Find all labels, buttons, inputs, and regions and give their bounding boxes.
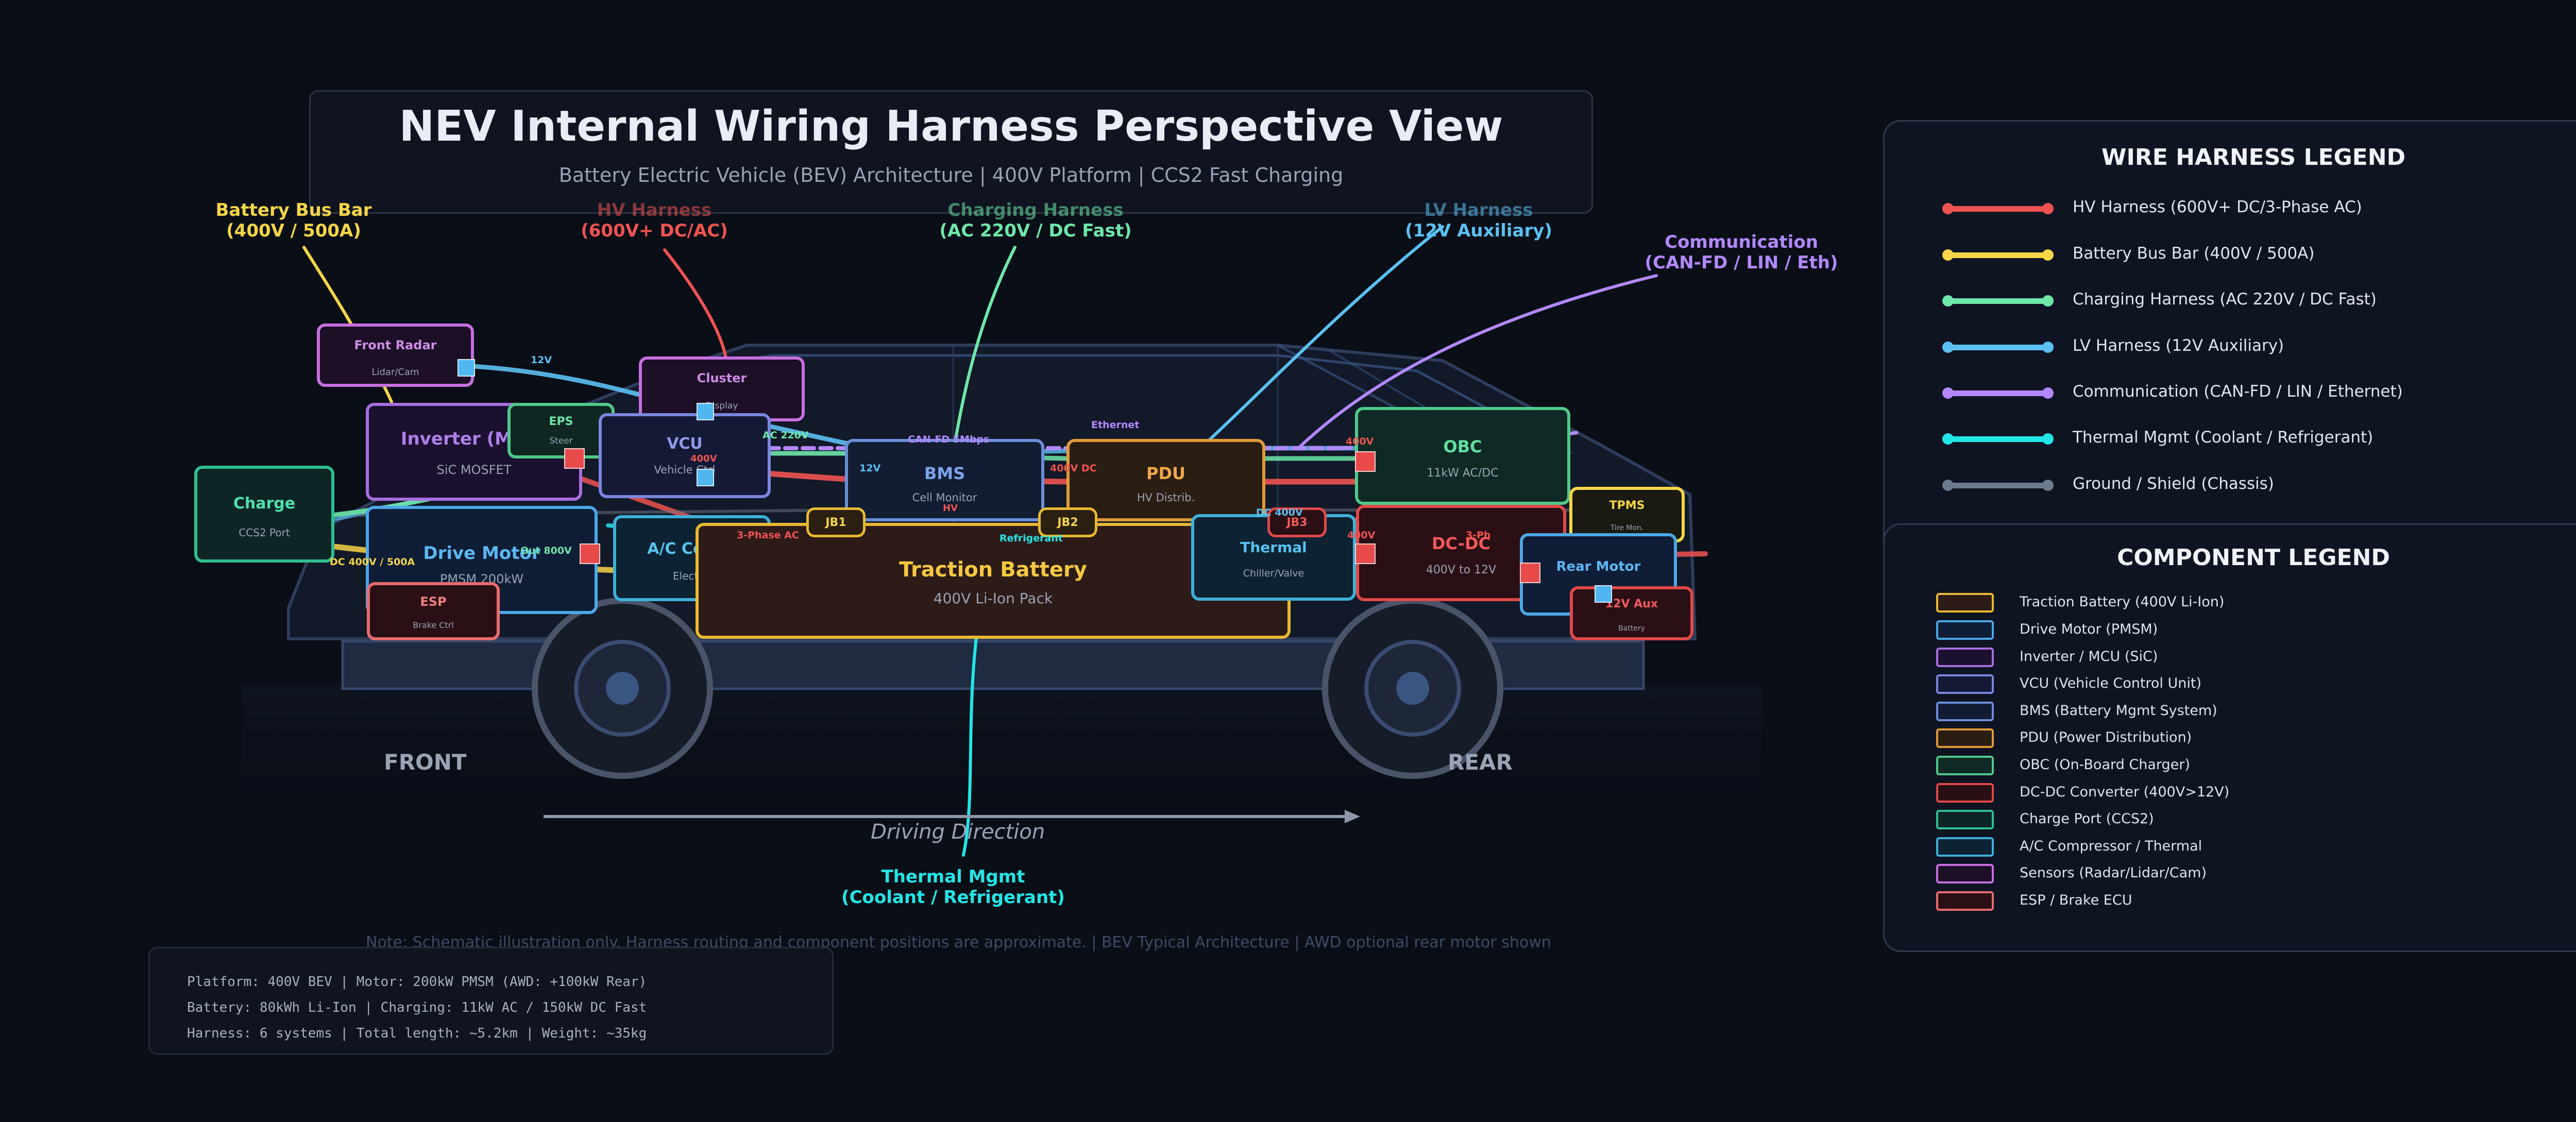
connector-icon xyxy=(1355,543,1376,564)
callout-comm: Communication (CAN-FD / LIN / Eth) xyxy=(1645,232,1838,273)
bms-box: BMS Cell Monitor xyxy=(845,439,1044,521)
hv-callout-line xyxy=(663,248,728,362)
connector-icon xyxy=(1595,585,1612,603)
wire-label-400vdc: 400V DC xyxy=(1050,463,1097,474)
wire-legend-item: Communication (CAN-FD / LIN / Ethernet) xyxy=(1885,377,2576,408)
page-title: NEV Internal Wiring Harness Perspective … xyxy=(399,102,1503,151)
wire-legend-item: Ground / Shield (Chassis) xyxy=(1885,469,2576,500)
component-legend-item: Drive Motor (PMSM) xyxy=(1885,617,2576,644)
wire-legend-item: Battery Bus Bar (400V / 500A) xyxy=(1885,239,2576,270)
connector-icon xyxy=(564,448,585,469)
component-legend-item: OBC (On-Board Charger) xyxy=(1885,753,2576,779)
title-box: NEV Internal Wiring Harness Perspective … xyxy=(309,90,1593,214)
component-legend-title: COMPONENT LEGEND xyxy=(2117,545,2390,571)
callout-hv: HV Harness (600V+ DC/AC) xyxy=(581,200,728,241)
wire-label-ethernet: Ethernet xyxy=(1091,419,1140,431)
wire-legend-title: WIRE HARNESS LEGEND xyxy=(2101,144,2406,171)
aux-12v-box: 12V Aux Battery xyxy=(1570,586,1693,640)
wire-label-hv: HV xyxy=(943,503,958,514)
wire-label-12v-bms: 12V xyxy=(859,463,881,474)
rear-wheel xyxy=(1322,598,1503,779)
wire-label-400v-vcu: 400V xyxy=(690,453,717,464)
wire-label-canfd: CAN-FD 5Mbps xyxy=(908,434,990,445)
component-legend-item: A/C Compressor / Thermal xyxy=(1885,834,2576,861)
front-label: FRONT xyxy=(384,750,467,775)
wire-label-12v: 12V xyxy=(531,354,552,366)
junction-box-jb2: JB2 xyxy=(1038,507,1097,537)
rear-label: REAR xyxy=(1448,750,1513,775)
driving-direction-label: Driving Direction xyxy=(871,820,1045,844)
junction-box-jb1: JB1 xyxy=(806,507,866,537)
wire-label-refrigerant: Refrigerant xyxy=(999,533,1063,544)
charge-port-box: Charge CCS2 Port xyxy=(194,466,334,563)
wire-label-dc400v: DC 400V xyxy=(1256,507,1303,518)
wire-legend-item: Thermal Mgmt (Coolant / Refrigerant) xyxy=(1885,423,2576,454)
component-legend-item: Charge Port (CCS2) xyxy=(1885,807,2576,834)
wire-label-ac220v: AC 220V xyxy=(762,430,809,441)
cluster-box: Cluster Display xyxy=(639,356,805,421)
component-legend-item: VCU (Vehicle Control Unit) xyxy=(1885,671,2576,698)
component-legend-panel: COMPONENT LEGEND Traction Battery (400V … xyxy=(1883,523,2576,952)
vcu-box: VCU Vehicle Ctrl xyxy=(599,413,771,498)
front-wheel xyxy=(532,598,713,779)
spec-line: Platform: 400V BEV | Motor: 200kW PMSM (… xyxy=(187,974,647,990)
spec-line: Battery: 80kWh Li-Ion | Charging: 11kW A… xyxy=(187,1000,647,1015)
wire-label-400v-dcdc: 400V xyxy=(1347,530,1376,541)
wire-label-400v-obc: 400V xyxy=(1346,436,1374,447)
eps-box: EPS Steer xyxy=(507,403,615,458)
floor-shadow xyxy=(242,685,1762,814)
wire-label-3phase-ac: 3-Phase AC xyxy=(737,530,799,541)
comm-callout-line xyxy=(1297,274,1658,450)
front-radar-box: Front Radar Lidar/Cam xyxy=(317,324,474,387)
component-legend-item: Traction Battery (400V Li-Ion) xyxy=(1885,590,2576,617)
callout-lv: LV Harness (12V Auxiliary) xyxy=(1405,200,1552,241)
lv-callout-line xyxy=(1199,225,1444,450)
wire-label-out800v: Out 800V xyxy=(520,545,572,556)
wire-label-dc400v-500a: DC 400V / 500A xyxy=(330,556,415,568)
component-legend-item: DC-DC Converter (400V>12V) xyxy=(1885,780,2576,807)
spec-line: Harness: 6 systems | Total length: ~5.2k… xyxy=(187,1026,647,1041)
pdu-box: PDU HV Distrib. xyxy=(1066,439,1265,521)
component-legend-item: Inverter / MCU (SiC) xyxy=(1885,644,2576,671)
obc-box: OBC 11kW AC/DC xyxy=(1355,407,1570,505)
component-legend-item: BMS (Battery Mgmt System) xyxy=(1885,699,2576,725)
component-legend-item: Sensors (Radar/Lidar/Cam) xyxy=(1885,861,2576,888)
connector-icon xyxy=(580,543,600,564)
callout-busbar: Battery Bus Bar (400V / 500A) xyxy=(215,200,372,241)
connector-icon xyxy=(1520,563,1540,583)
wire-legend-item: LV Harness (12V Auxiliary) xyxy=(1885,331,2576,362)
charging-callout-line xyxy=(952,246,1016,455)
arrow-head xyxy=(1345,810,1360,823)
connector-icon xyxy=(457,359,475,377)
junction-box-jb3: JB3 xyxy=(1267,507,1327,537)
component-legend-item: ESP / Brake ECU xyxy=(1885,888,2576,915)
page-subtitle: Battery Electric Vehicle (BEV) Architect… xyxy=(558,164,1344,186)
wire-label-3ph: 3-Ph xyxy=(1466,530,1491,541)
wire-legend-item: HV Harness (600V+ DC/3-Phase AC) xyxy=(1885,193,2576,224)
component-legend-item: PDU (Power Distribution) xyxy=(1885,725,2576,752)
connector-icon xyxy=(697,403,714,420)
esp-box: ESP Brake Ctrl xyxy=(367,582,500,640)
specs-info-box: Platform: 400V BEV | Motor: 200kW PMSM (… xyxy=(148,947,834,1055)
wire-legend-item: Charging Harness (AC 220V / DC Fast) xyxy=(1885,285,2576,316)
connector-icon xyxy=(697,469,714,486)
wire-legend-panel: WIRE HARNESS LEGEND HV Harness (600V+ DC… xyxy=(1883,120,2576,563)
connector-icon xyxy=(1355,451,1376,472)
callout-thermal: Thermal Mgmt (Coolant / Refrigerant) xyxy=(841,866,1065,908)
callout-charging: Charging Harness (AC 220V / DC Fast) xyxy=(939,200,1132,241)
